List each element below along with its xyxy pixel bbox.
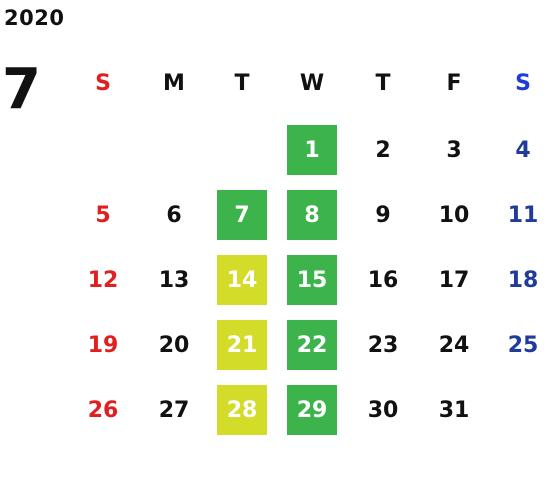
day-cell-sun: 12	[87, 267, 119, 293]
week-row: 19 20 21 22 23 24 25	[68, 320, 548, 370]
day-cell-tue: 7	[217, 190, 267, 240]
week-row: 1 2 3 4	[68, 125, 548, 175]
day-cell-fri: 10	[438, 202, 470, 228]
day-cell-thu: 30	[367, 397, 399, 423]
day-cell-sat: 11	[507, 202, 539, 228]
day-cell-sat: 4	[515, 137, 531, 163]
day-cell-thu: 2	[375, 137, 391, 163]
day-cell-tue: 21	[217, 320, 267, 370]
day-cell-tue: 28	[217, 385, 267, 435]
day-cell-thu: 23	[367, 332, 399, 358]
day-cell-thu: 16	[367, 267, 399, 293]
day-cell-sat: 25	[507, 332, 539, 358]
day-cell-fri: 24	[438, 332, 470, 358]
day-cell-wed: 1	[287, 125, 337, 175]
day-cell-wed: 8	[287, 190, 337, 240]
weekday-header-row: S M T W T F S	[68, 58, 548, 108]
day-cell-mon: 6	[166, 202, 182, 228]
empty-day-cell	[498, 385, 548, 435]
week-row: 12 13 14 15 16 17 18	[68, 255, 548, 305]
month-label: 7	[2, 57, 41, 122]
year-label: 2020	[4, 6, 65, 30]
weekday-header-sat: S	[515, 70, 531, 96]
week-row: 26 27 28 29 30 31	[68, 385, 548, 435]
weekday-header-wed: W	[299, 70, 325, 96]
weekday-header-tue: T	[234, 70, 250, 96]
day-cell-sun: 26	[87, 397, 119, 423]
day-cell-mon: 13	[158, 267, 190, 293]
day-cell-wed: 15	[287, 255, 337, 305]
day-cell-wed: 22	[287, 320, 337, 370]
day-cell-fri: 31	[438, 397, 470, 423]
day-cell-sat: 18	[507, 267, 539, 293]
empty-day-cell	[217, 125, 267, 175]
day-cell-sun: 19	[87, 332, 119, 358]
weekday-header-fri: F	[446, 70, 462, 96]
day-cell-thu: 9	[375, 202, 391, 228]
weekday-header-thu: T	[375, 70, 391, 96]
day-cell-fri: 17	[438, 267, 470, 293]
day-cell-tue: 14	[217, 255, 267, 305]
day-cell-mon: 27	[158, 397, 190, 423]
weekday-header-mon: M	[163, 70, 185, 96]
day-cell-wed: 29	[287, 385, 337, 435]
empty-day-cell	[78, 125, 128, 175]
day-cell-fri: 3	[446, 137, 462, 163]
day-cell-mon: 20	[158, 332, 190, 358]
weekday-header-sun: S	[95, 70, 111, 96]
empty-day-cell	[149, 125, 199, 175]
day-cell-sun: 5	[95, 202, 111, 228]
